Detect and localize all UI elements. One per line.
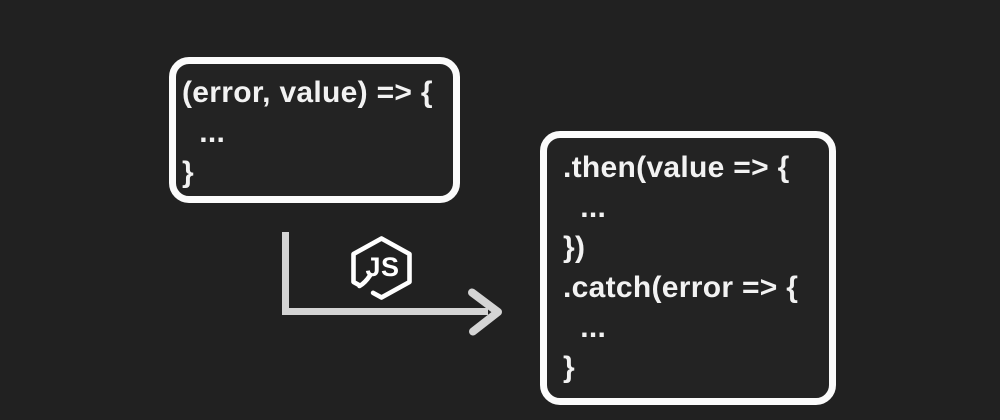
promise-code-line-3: })	[563, 231, 586, 264]
nodejs-hexagon-outline	[351, 236, 412, 300]
callback-code-line-2: ...	[182, 116, 226, 149]
nodejs-j-tail	[357, 273, 373, 289]
nodejs-logo-text: JS	[365, 252, 399, 282]
nodejs-logo-icon: JS	[351, 236, 412, 300]
promise-code-line-6: }	[563, 351, 575, 384]
promise-code-line-2: ...	[563, 191, 607, 224]
arrow-head	[468, 288, 502, 336]
promise-code-line-4: .catch(error => {	[563, 271, 799, 304]
promise-code-line-5: ...	[563, 311, 607, 344]
callback-code-box: (error, value) => { ... }	[169, 57, 460, 203]
promise-code-line-1: .then(value => {	[563, 151, 790, 184]
elbow-right-arrow-icon	[282, 232, 502, 336]
callback-code-line-3: }	[182, 156, 194, 189]
callback-code-line-1: (error, value) => {	[182, 76, 433, 109]
promise-code-box: .then(value => { ... }) .catch(error => …	[540, 131, 836, 405]
